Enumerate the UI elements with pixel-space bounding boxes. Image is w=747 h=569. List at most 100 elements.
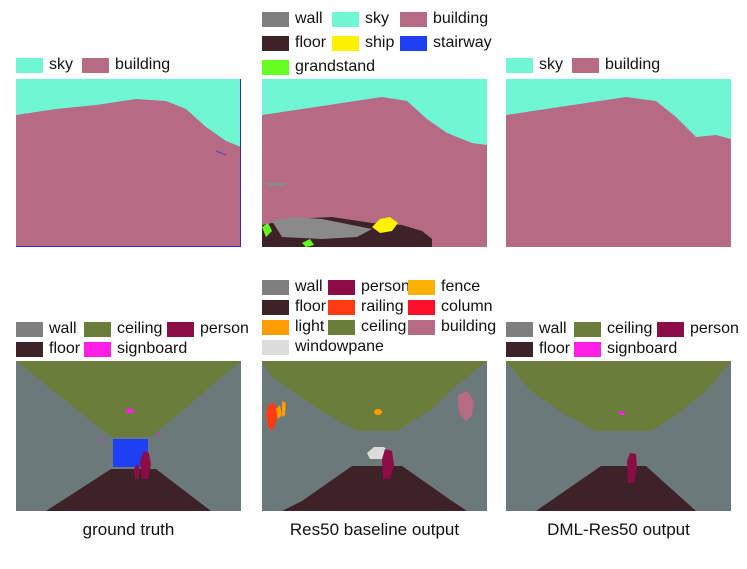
legend-item-sky: sky bbox=[16, 56, 73, 74]
legend-label: grandstand bbox=[295, 58, 376, 75]
legend-item-ceiling: ceiling bbox=[328, 318, 406, 336]
legend-label: ship bbox=[365, 34, 395, 51]
legend-item-building: building bbox=[572, 56, 660, 74]
legend-swatch bbox=[572, 57, 599, 73]
segmentation-baseline-outdoor bbox=[262, 79, 487, 247]
legend-label: wall bbox=[539, 320, 567, 337]
legend-swatch bbox=[84, 341, 111, 357]
legend-label: sky bbox=[365, 10, 389, 27]
legend-item-floor: floor bbox=[262, 298, 326, 316]
legend-swatch bbox=[262, 319, 289, 335]
legend-item-signboard: signboard bbox=[84, 340, 187, 358]
legend-item-person: person bbox=[657, 320, 739, 338]
legend-label: sky bbox=[49, 56, 73, 73]
legend-label: wall bbox=[295, 10, 323, 27]
legend-swatch bbox=[506, 321, 533, 337]
legend-label: floor bbox=[295, 298, 327, 315]
legend-label: floor bbox=[539, 340, 571, 357]
legend-item-fence: fence bbox=[408, 278, 480, 296]
legend-label: building bbox=[115, 56, 171, 73]
legend-label: floor bbox=[295, 34, 327, 51]
legend-item-building: building bbox=[82, 56, 170, 74]
legend-label: building bbox=[433, 10, 489, 27]
legend-item-stairway: stairway bbox=[400, 34, 492, 52]
legend-swatch bbox=[400, 35, 427, 51]
legend-item-floor: floor bbox=[262, 34, 326, 52]
caption-dml-output: DML-Res50 output bbox=[547, 520, 690, 539]
legend-swatch bbox=[262, 279, 289, 295]
legend-item-grandstand: grandstand bbox=[262, 58, 375, 76]
legend-swatch bbox=[84, 321, 111, 337]
legend-item-wall: wall bbox=[506, 320, 567, 338]
legend-item-ceiling: ceiling bbox=[84, 320, 162, 338]
legend-swatch bbox=[574, 321, 601, 337]
legend-swatch bbox=[262, 11, 289, 27]
legend-swatch bbox=[167, 321, 194, 337]
legend-item-light: light bbox=[262, 318, 324, 336]
legend-label: signboard bbox=[117, 340, 188, 357]
segmentation-baseline-indoor bbox=[262, 361, 487, 529]
legend-item-ceiling: ceiling bbox=[574, 320, 652, 338]
legend-label: person bbox=[690, 320, 739, 337]
legend-label: floor bbox=[49, 340, 81, 357]
legend-swatch bbox=[262, 299, 289, 315]
legend-item-ship: ship bbox=[332, 34, 394, 52]
legend-label: wall bbox=[295, 278, 323, 295]
legend-swatch bbox=[16, 341, 43, 357]
legend-item-railing: railing bbox=[328, 298, 404, 316]
legend-item-building: building bbox=[408, 318, 496, 336]
legend-label: railing bbox=[361, 298, 404, 315]
segmentation-dml-outdoor bbox=[506, 79, 731, 247]
legend-item-signboard: signboard bbox=[574, 340, 677, 358]
legend-label: sky bbox=[539, 56, 563, 73]
legend-item-column: column bbox=[408, 298, 493, 316]
legend-swatch bbox=[82, 57, 109, 73]
legend-item-person: person bbox=[328, 278, 410, 296]
legend-swatch bbox=[400, 11, 427, 27]
legend-item-building: building bbox=[400, 10, 488, 28]
legend-swatch bbox=[506, 57, 533, 73]
legend-label: ceiling bbox=[607, 320, 653, 337]
legend-item-sky: sky bbox=[332, 10, 389, 28]
legend-item-sky: sky bbox=[506, 56, 563, 74]
legend-label: person bbox=[200, 320, 249, 337]
legend-item-wall: wall bbox=[262, 10, 323, 28]
legend-item-person: person bbox=[167, 320, 249, 338]
legend-label: signboard bbox=[607, 340, 678, 357]
legend-swatch bbox=[408, 319, 435, 335]
legend-label: column bbox=[441, 298, 493, 315]
legend-label: fence bbox=[441, 278, 481, 295]
segmentation-gt-outdoor bbox=[16, 79, 241, 247]
legend-swatch bbox=[262, 59, 289, 75]
legend-swatch bbox=[16, 321, 43, 337]
legend-label: windowpane bbox=[295, 338, 384, 355]
legend-label: stairway bbox=[433, 34, 492, 51]
segmentation-gt-indoor bbox=[16, 361, 241, 529]
legend-swatch bbox=[408, 279, 435, 295]
legend-swatch bbox=[328, 279, 355, 295]
legend-item-floor: floor bbox=[506, 340, 570, 358]
legend-label: wall bbox=[49, 320, 77, 337]
legend-swatch bbox=[262, 35, 289, 51]
legend-swatch bbox=[332, 11, 359, 27]
legend-item-wall: wall bbox=[262, 278, 323, 296]
legend-swatch bbox=[574, 341, 601, 357]
legend-item-wall: wall bbox=[16, 320, 77, 338]
legend-swatch bbox=[506, 341, 533, 357]
caption-baseline-output: Res50 baseline output bbox=[289, 520, 460, 539]
legend-swatch bbox=[328, 319, 355, 335]
legend-label: light bbox=[295, 318, 325, 335]
legend-swatch bbox=[16, 57, 43, 73]
legend-swatch bbox=[657, 321, 684, 337]
legend-item-windowpane: windowpane bbox=[262, 338, 384, 356]
legend-swatch bbox=[332, 35, 359, 51]
segmentation-dml-indoor bbox=[506, 361, 731, 529]
legend-label: ceiling bbox=[117, 320, 163, 337]
legend-swatch bbox=[408, 299, 435, 315]
legend-label: building bbox=[605, 56, 661, 73]
caption-ground-truth: ground truth bbox=[82, 520, 175, 539]
legend-label: person bbox=[361, 278, 410, 295]
legend-swatch bbox=[262, 339, 289, 355]
legend-swatch bbox=[328, 299, 355, 315]
legend-label: building bbox=[441, 318, 497, 335]
